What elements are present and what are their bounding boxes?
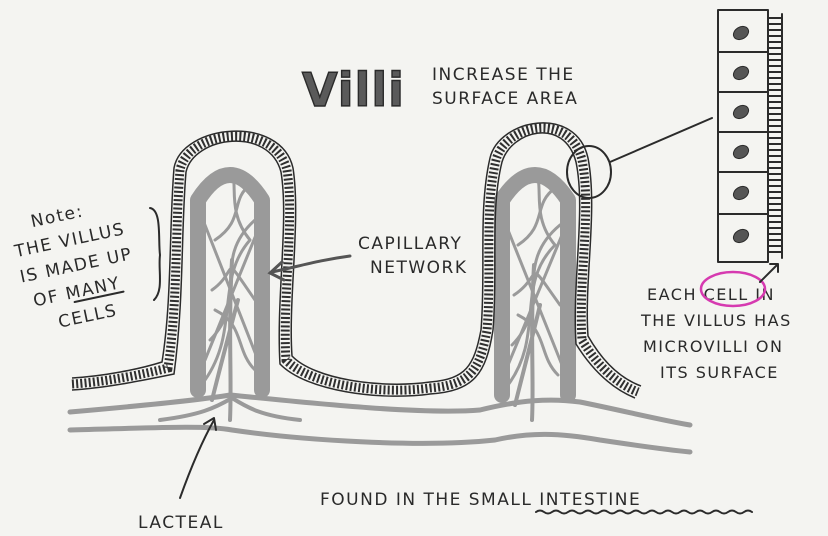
note-bracket (150, 208, 160, 300)
bottom-caption: FOUND IN THE SMALL INTESTINE (320, 490, 641, 510)
capillary-network-right (502, 172, 568, 420)
capillary-label-line-2: NETWORK (370, 258, 468, 278)
cell-column (718, 10, 782, 262)
magnifier-leader-line (610, 118, 712, 162)
cell-nuclei (731, 24, 751, 245)
note-block: Note: THE VILLUS IS MADE UP OF MANY CELL… (7, 193, 146, 338)
villus-epithelium (72, 123, 641, 398)
subtitle-line-1: INCREASE THE (432, 65, 575, 85)
capillary-network-left (198, 170, 262, 420)
cell-pointer-arrow (760, 264, 778, 282)
note-line-5: CELLS (57, 301, 120, 333)
microvilli (768, 18, 782, 252)
lacteal-arrow (180, 420, 214, 498)
title: Villi (302, 63, 405, 117)
lacteal-label: LACTEAL (138, 513, 224, 533)
cell-label-block: EACH CELL IN THE VILLUS HAS MICROVILLI O… (640, 285, 792, 382)
cell-label-line-2: THE VILLUS HAS (640, 311, 792, 330)
cell-label-line-3: MICROVILLI ON (643, 337, 783, 356)
subtitle-line-2: SURFACE AREA (432, 89, 578, 109)
note-line-1: Note: (29, 201, 85, 232)
cell-label-line-4: ITS SURFACE (660, 363, 779, 382)
caption-wavy-underline (536, 511, 752, 514)
lacteal-base (70, 395, 690, 452)
capillary-label-line-1: CAPILLARY (358, 234, 462, 254)
